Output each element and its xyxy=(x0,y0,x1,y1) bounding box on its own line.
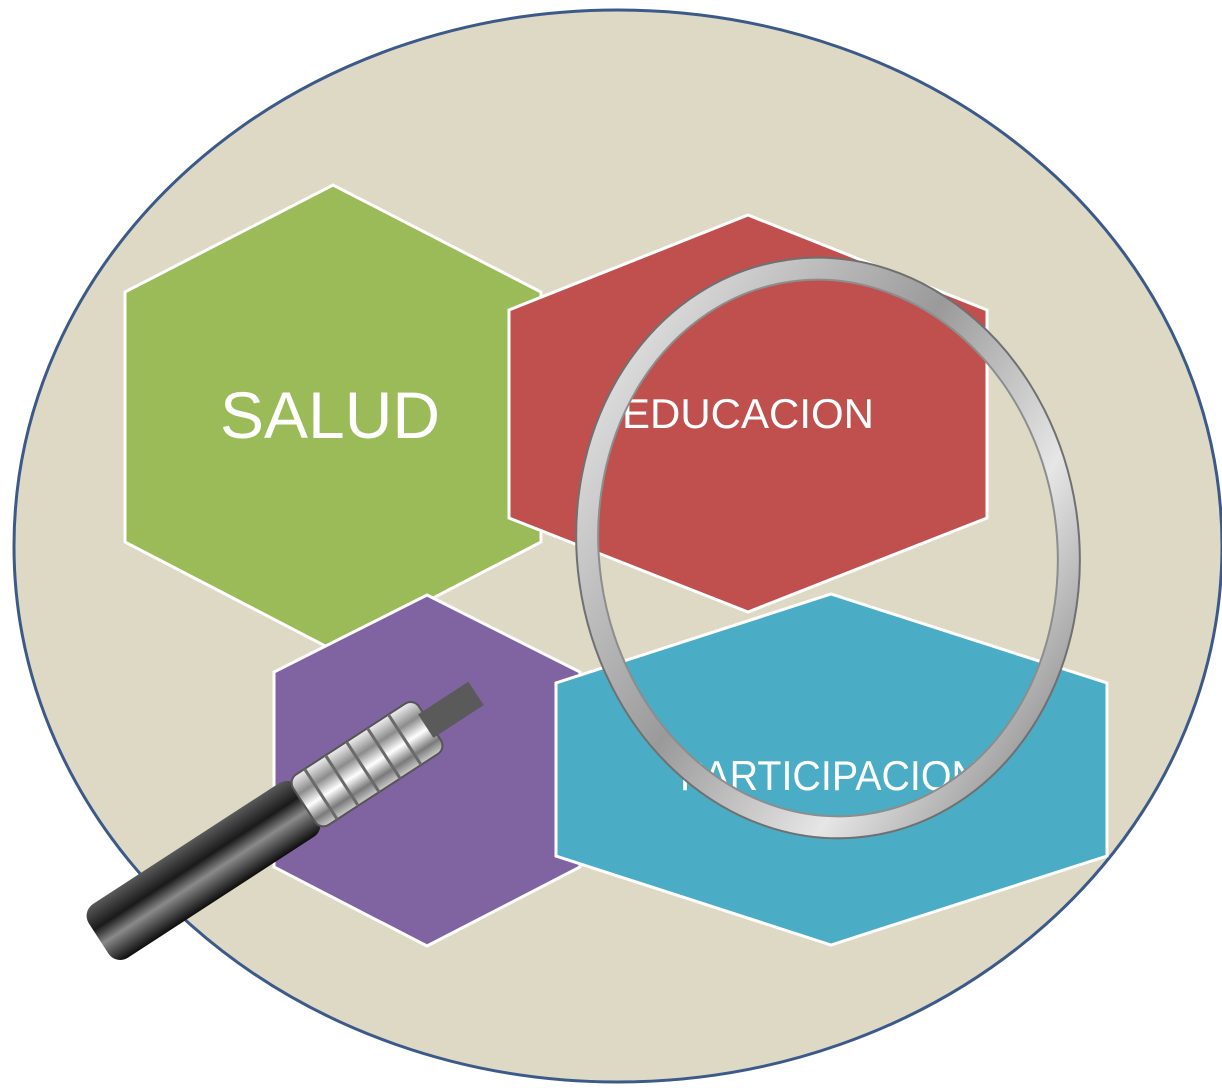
magnifier-rim xyxy=(576,257,1080,839)
hexagon-label-educacion: EDUCACION xyxy=(622,390,874,437)
magnifying-glass-icon xyxy=(86,256,1081,960)
hexagon-label-salud: SALUD xyxy=(220,378,440,452)
hexagon-salud: SALUD xyxy=(123,183,543,652)
hexagon-educacion: EDUCACION xyxy=(507,213,989,614)
magnifier-handle xyxy=(86,780,321,960)
